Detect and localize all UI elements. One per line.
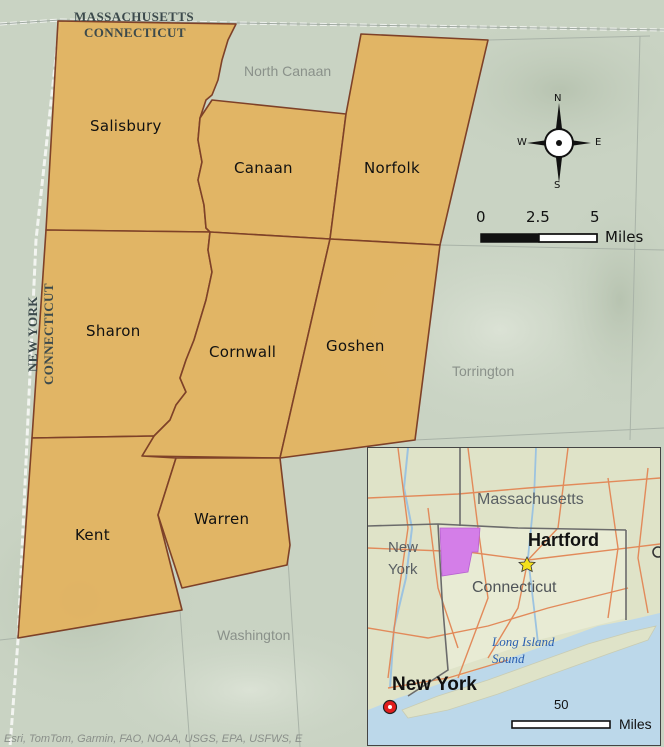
town-label-torrington: Torrington bbox=[452, 363, 515, 379]
inset-label-new: New bbox=[388, 539, 419, 556]
scale-tick-5: 5 bbox=[590, 208, 600, 226]
inset-basemap bbox=[368, 448, 660, 745]
inset-label-hartford: Hartford bbox=[528, 530, 599, 550]
town-norfolk[interactable] bbox=[329, 33, 489, 246]
scale-tick-0: 0 bbox=[476, 208, 486, 226]
town-label-goshen: Goshen bbox=[326, 337, 385, 355]
inset-label-sound: Sound bbox=[492, 651, 525, 666]
town-label-cornwall: Cornwall bbox=[209, 343, 277, 361]
inset-label-connecticut: Connecticut bbox=[472, 579, 557, 596]
town-label-kent: Kent bbox=[75, 526, 110, 544]
town-label-canaan: Canaan bbox=[234, 159, 293, 177]
town-label-north-canaan: North Canaan bbox=[244, 63, 332, 79]
town-goshen[interactable] bbox=[279, 238, 441, 459]
inset-label-york: York bbox=[388, 561, 418, 578]
town-warren[interactable] bbox=[157, 457, 291, 589]
inset-map[interactable]: Massachusetts New York Hartford Connecti… bbox=[367, 447, 661, 746]
town-label-norfolk: Norfolk bbox=[364, 159, 420, 177]
state-label-connecticut-west: CONNECTICUT bbox=[41, 283, 56, 385]
scale-unit-label: Miles bbox=[605, 228, 644, 246]
hartford-star-icon bbox=[518, 556, 536, 573]
compass-w-label: W bbox=[517, 137, 527, 148]
inset-label-massachusetts: Massachusetts bbox=[477, 491, 584, 508]
compass-s-label: S bbox=[554, 180, 561, 191]
compass-n-label: N bbox=[554, 93, 562, 104]
town-cornwall[interactable] bbox=[141, 231, 331, 459]
state-label-massachusetts: MASSACHUSETTS bbox=[74, 9, 195, 24]
study-area-highlight bbox=[439, 527, 481, 577]
inset-label-new-york-city: New York bbox=[392, 674, 477, 695]
town-label-warren: Warren bbox=[194, 510, 250, 528]
inset-scale-bar-icon bbox=[511, 720, 611, 729]
inset-label-long-island: Long Island bbox=[492, 634, 555, 649]
inset-scale-unit: Miles bbox=[619, 716, 652, 732]
compass-rose-icon bbox=[527, 103, 591, 183]
north-arrow: N S W E bbox=[517, 93, 601, 193]
town-label-sharon: Sharon bbox=[86, 322, 141, 340]
state-boundary-west bbox=[8, 19, 62, 747]
inset-scale-value: 50 bbox=[554, 697, 569, 712]
scale-tick-2-5: 2.5 bbox=[526, 208, 550, 226]
state-label-connecticut-north: CONNECTICUT bbox=[84, 25, 186, 40]
compass-e-label: E bbox=[595, 137, 602, 148]
town-label-washington: Washington bbox=[217, 627, 291, 643]
map-credits: Esri, TomTom, Garmin, FAO, NOAA, USGS, E… bbox=[4, 733, 303, 745]
town-label-salisbury: Salisbury bbox=[90, 117, 162, 135]
state-label-new-york: NEW YORK bbox=[25, 296, 40, 372]
